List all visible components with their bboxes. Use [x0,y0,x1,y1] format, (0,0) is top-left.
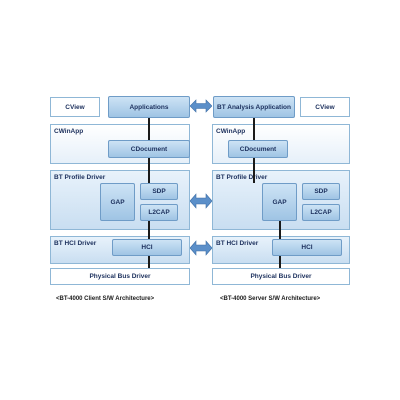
client-cview-box: CView [50,97,100,117]
client-profile-driver-label: BT Profile Driver [54,174,106,181]
server-gap-label: GAP [272,198,287,206]
server-physical-bus-label: Physical Bus Driver [250,273,312,280]
client-physical-bus-label: Physical Bus Driver [89,273,151,280]
server-cdocument-box: CDocument [228,140,288,158]
server-cwinapp-label: CWinApp [216,128,246,135]
client-physical-bus-box: Physical Bus Driver [50,268,190,285]
server-cview-box: CView [300,97,350,117]
client-sdp-box: SDP [140,183,178,200]
client-gap-label: GAP [110,198,125,206]
server-sdp-box: SDP [302,183,340,200]
client-gap-box: GAP [100,183,135,221]
client-connector-profile-hci [148,221,150,239]
double-arrow-icon [190,240,212,256]
server-sdp-label: SDP [314,188,328,195]
server-hci-label: HCI [301,244,313,251]
client-cwinapp-label: CWinApp [54,128,84,135]
server-profile-driver-label: BT Profile Driver [216,174,268,181]
client-hci-label: HCI [141,244,153,251]
client-l2cap-box: L2CAP [140,204,178,221]
server-analysis-app-label: BT Analysis Application [217,103,291,111]
client-sdp-label: SDP [152,188,166,195]
server-hci-driver-label: BT HCI Driver [216,240,259,247]
server-l2cap-label: L2CAP [310,209,332,216]
client-l2cap-label: L2CAP [148,209,170,216]
client-caption: <BT-4000 Client S/W Architecture> [56,296,155,302]
server-gap-box: GAP [262,183,297,221]
client-connector-hci-bus [148,256,150,268]
client-hci-driver-label: BT HCI Driver [54,240,97,247]
client-applications-box: Applications [108,96,190,118]
server-physical-bus-box: Physical Bus Driver [212,268,350,285]
server-connector-doc-profile [253,158,255,183]
server-hci-box: HCI [272,239,342,256]
server-connector-profile-hci [279,221,281,239]
server-cview-label: CView [315,103,335,111]
client-applications-label: Applications [129,103,169,111]
double-arrow-icon [190,193,212,209]
double-arrow-icon [190,99,212,113]
client-hci-box: HCI [112,239,182,256]
server-cdocument-label: CDocument [239,145,277,153]
client-cdocument-box: CDocument [108,140,190,158]
client-cdocument-label: CDocument [130,145,168,153]
server-caption: <BT-4000 Server S/W Architecture> [220,296,321,302]
client-connector-doc-profile [148,158,150,183]
server-connector-hci-bus [279,256,281,268]
client-cview-label: CView [65,103,85,111]
client-connector-app-doc [148,118,150,140]
server-l2cap-box: L2CAP [302,204,340,221]
server-connector-app-doc [253,118,255,140]
server-analysis-app-box: BT Analysis Application [213,96,295,118]
